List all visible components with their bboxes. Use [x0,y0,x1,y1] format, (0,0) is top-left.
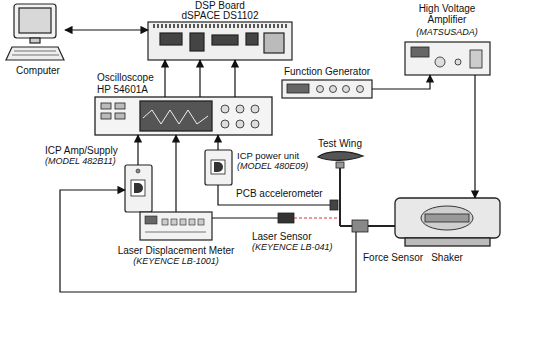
device-label: ICP power unit [237,150,299,161]
signal-line [137,135,138,165]
device-node: ICP Amp/Supply(MODEL 482B11) [125,165,152,212]
device-node: Force Sensor [352,220,368,232]
dsp-board-icon [148,22,292,60]
device-label: DSP Board [195,0,245,11]
device-label: Force Sensor [363,252,423,263]
device-label: Computer [16,65,60,76]
signal-line [474,75,475,198]
device-label: ICP Amp/Supply [45,145,118,156]
device-node: Function Generator [282,80,372,98]
function-generator-icon [282,80,372,98]
device-node: Laser Sensor(KEYENCE LB-041) [278,213,294,223]
signal-line [164,60,165,97]
device-label: Function Generator [284,66,370,77]
device-label: Test Wing [318,138,362,149]
device-label: PCB accelerometer [236,188,323,199]
device-node: ICP power unit(MODEL 480E09) [205,150,232,185]
device-node: DSP BoarddSPACE DS1102 [148,22,292,60]
device-node: Laser Displacement Meter(KEYENCE LB-1001… [140,212,212,240]
computer-icon [6,4,64,60]
icp-power-icon [205,150,232,185]
signal-line [218,185,330,205]
signal-line [372,75,430,89]
model-label: (KEYENCE LB-1001) [133,256,219,266]
signal-line [175,135,176,212]
signal-line [234,60,235,97]
device-node: Test Wing [318,151,363,162]
device-label: Laser Sensor [252,231,311,242]
device-label: Laser Displacement Meter [118,245,235,256]
device-label: Shaker [431,252,463,263]
model-label: HP 54601A [97,84,148,95]
device-node: PCB accelerometer [330,200,338,210]
signal-line [217,135,218,150]
model-label: (KEYENCE LB-041) [252,242,333,252]
device-node: OscilloscopeHP 54601A [95,97,272,135]
device-label: High Voltage Amplifier [408,3,486,25]
device-node: High Voltage Amplifier(MATSUSADA) [405,42,490,75]
icp-amp-icon [125,165,152,212]
device-node: Computer [10,2,65,62]
shaker-icon [395,198,500,246]
amplifier-icon [405,42,490,75]
signal-line [212,217,278,218]
laser-meter-icon [140,212,212,240]
model-label: dSPACE DS1102 [182,10,259,21]
model-label: (MATSUSADA) [416,27,477,37]
model-label: (MODEL 480E09) [237,161,308,171]
oscilloscope-icon [95,97,272,135]
model-label: (MODEL 482B11) [45,156,116,166]
signal-line [65,29,148,30]
signal-line [199,60,200,97]
device-label: Oscilloscope [97,72,154,83]
device-node: Shaker [395,198,500,246]
